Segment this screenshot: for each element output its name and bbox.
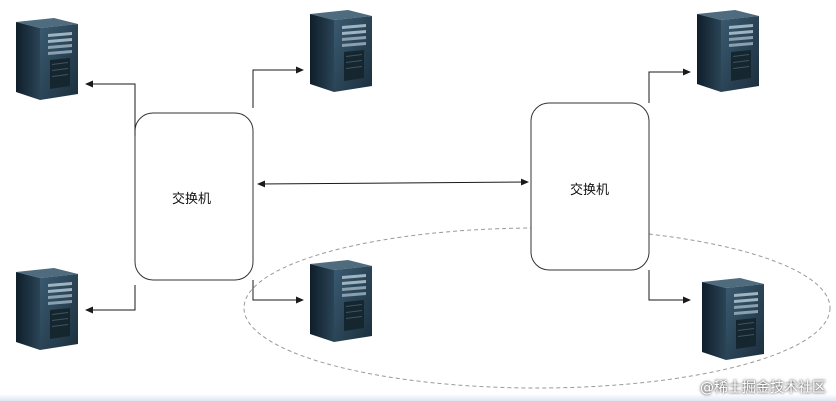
watermark: @稀土掘金技术社区 xyxy=(700,380,826,396)
server-middle-bottom-icon xyxy=(310,260,372,342)
switch-right-label: 交换机 xyxy=(570,183,610,198)
link-middle-bottom xyxy=(252,280,304,304)
server-middle-top-icon xyxy=(310,10,372,92)
switch-left-box xyxy=(134,112,254,281)
link-switch-to-switch xyxy=(257,178,529,188)
highlight-ellipse xyxy=(243,227,831,389)
link-left-top xyxy=(85,80,136,136)
server-right-top-icon xyxy=(697,10,759,92)
server-left-top-icon xyxy=(16,18,78,100)
bottom-band xyxy=(0,394,836,401)
switch-left-label: 交换机 xyxy=(172,192,212,207)
link-right-top xyxy=(648,68,691,103)
switch-right-box xyxy=(530,102,650,271)
link-middle-top xyxy=(252,66,304,108)
link-left-bottom xyxy=(85,285,136,314)
link-right-bottom xyxy=(648,270,691,304)
server-right-bottom-icon xyxy=(702,278,764,360)
server-left-bottom-icon xyxy=(16,268,78,350)
